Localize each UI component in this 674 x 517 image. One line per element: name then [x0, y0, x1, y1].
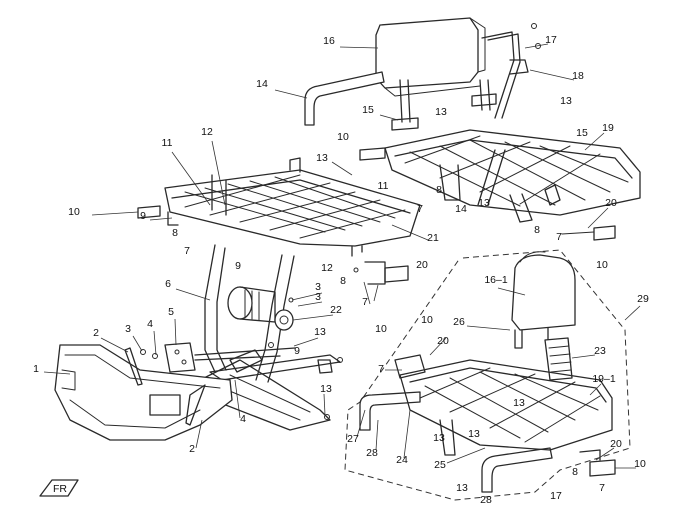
- callout-label: 17: [550, 490, 562, 502]
- callout-label: 9: [140, 210, 146, 222]
- callout-label: 19–1: [592, 373, 616, 385]
- callout-label: 28: [366, 447, 378, 459]
- front-direction-mark: FR: [39, 479, 79, 497]
- left-small-parts: [124, 297, 343, 426]
- callout-label: 18: [572, 70, 584, 82]
- callout-label: 19: [602, 122, 614, 134]
- callout-label: 20: [610, 438, 622, 450]
- callout-label: 10: [337, 131, 349, 143]
- front-direction-text: FR: [53, 483, 67, 495]
- callout-label: 13: [513, 397, 525, 409]
- callout-label: 4: [147, 318, 153, 330]
- callout-label: 29: [637, 293, 649, 305]
- callout-label: 13: [478, 197, 490, 209]
- callout-label: 13: [316, 152, 328, 164]
- callout-label: 7: [378, 363, 384, 375]
- callout-label: 20: [437, 335, 449, 347]
- callout-label: 2: [189, 443, 195, 455]
- callout-label: 13: [314, 326, 326, 338]
- callout-label: 7: [417, 203, 423, 215]
- callout-label: 6: [165, 278, 171, 290]
- callout-label: 10: [634, 458, 646, 470]
- callout-label: 8: [340, 275, 346, 287]
- callout-label: 10: [421, 314, 433, 326]
- callout-label: 24: [396, 454, 408, 466]
- reflector-front: [91, 205, 161, 219]
- callout-label: 5: [168, 306, 174, 318]
- callout-label: 11: [378, 180, 389, 192]
- callout-label: 7: [556, 231, 562, 243]
- optional-kit-outline: [344, 249, 641, 501]
- callout-label: 28: [480, 494, 492, 506]
- callout-label: 20: [605, 197, 617, 209]
- callout-label: 10: [68, 206, 80, 218]
- callout-label: 7: [362, 296, 368, 308]
- leader-lines: [43, 43, 636, 469]
- front-rack: [164, 157, 421, 257]
- rear-rack: [359, 129, 641, 223]
- callout-label: 8: [572, 466, 578, 478]
- grip-pad: [544, 337, 573, 381]
- callout-label: 16–1: [484, 274, 508, 286]
- front-bumper: [54, 344, 233, 441]
- callout-label: 13: [468, 428, 480, 440]
- callout-label: 15: [576, 127, 588, 139]
- callout-label: 8: [534, 224, 540, 236]
- callout-label: 10: [375, 323, 387, 335]
- callout-label: 13: [320, 383, 332, 395]
- callout-label: 9: [294, 345, 300, 357]
- callout-label: 3: [125, 323, 131, 335]
- grab-handle: [304, 71, 385, 126]
- callout-label: 13: [435, 106, 447, 118]
- callout-label: 14: [256, 78, 268, 90]
- callout-label: 8: [172, 227, 178, 239]
- backrest-upper: [375, 17, 486, 97]
- callout-label: 15: [362, 104, 374, 116]
- callout-label: 4: [240, 413, 246, 425]
- reflector-mid: [353, 261, 409, 285]
- callout-label: 22: [330, 304, 342, 316]
- callout-label: 13: [456, 482, 468, 494]
- callout-label: 12: [321, 262, 333, 274]
- callout-label: 1: [33, 363, 39, 375]
- reflector-rear-upper: [561, 225, 616, 241]
- callout-label: 17: [545, 34, 557, 46]
- callout-label: 3: [315, 281, 321, 293]
- winch-motor: [227, 286, 294, 331]
- callout-label: 25: [434, 459, 446, 471]
- callout-label: 21: [427, 232, 439, 244]
- backrest-supports: [391, 23, 541, 131]
- callout-label: 2: [93, 327, 99, 339]
- callout-label: 3: [315, 291, 321, 303]
- callout-label: 13: [433, 432, 445, 444]
- callout-label: 20: [416, 259, 428, 271]
- callout-label: 8: [436, 184, 442, 196]
- callout-label: 7: [184, 245, 190, 257]
- callout-label: 14: [455, 203, 467, 215]
- rear-rack-lower: [359, 354, 616, 493]
- mount-bracket: [164, 342, 296, 373]
- callout-label: 11: [162, 137, 173, 149]
- callout-label: 7: [599, 482, 605, 494]
- callout-label: 27: [347, 433, 359, 445]
- callout-label: 12: [201, 126, 213, 138]
- callout-label: 26: [453, 316, 465, 328]
- callout-label: 10: [596, 259, 608, 271]
- callout-label: 23: [594, 345, 606, 357]
- callout-label: 16: [323, 35, 335, 47]
- callout-label: 9: [235, 260, 241, 272]
- backrest-lower: [511, 251, 576, 349]
- callout-label: 13: [560, 95, 572, 107]
